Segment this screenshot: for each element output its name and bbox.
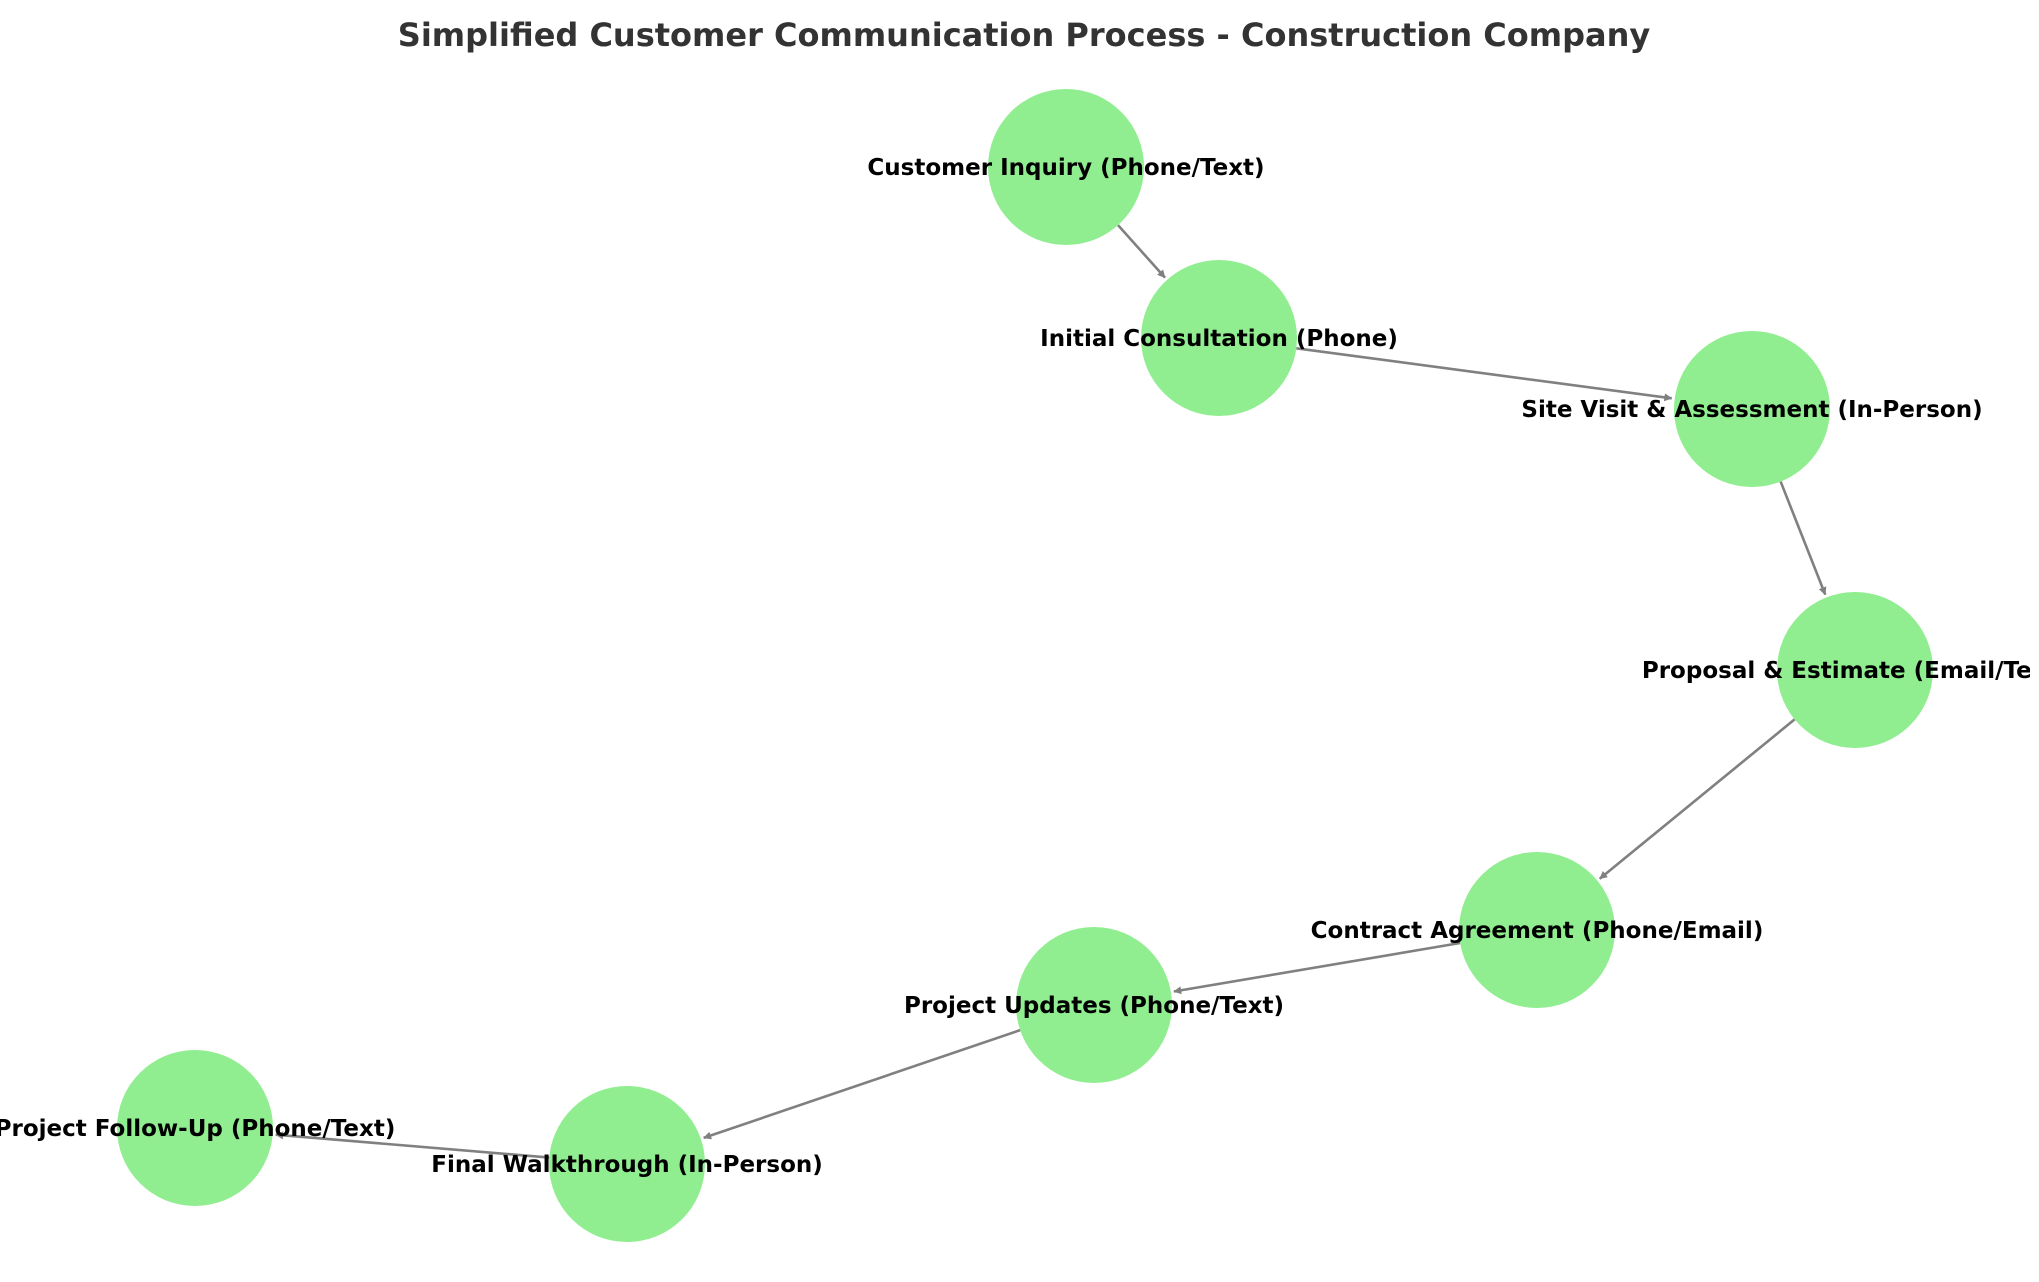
node-label-contract: Contract Agreement (Phone/Email) — [1311, 918, 1764, 944]
nodes-layer — [117, 89, 1933, 1242]
edge-arrow-contract-to-updates — [1173, 941, 1461, 995]
node-circle-consultation — [1141, 260, 1297, 416]
node-label-updates: Project Updates (Phone/Text) — [904, 993, 1284, 1019]
node-circle-contract — [1459, 852, 1615, 1008]
edge-arrow-updates-to-walkthrough — [703, 1028, 1021, 1140]
edge-arrow-site_visit-to-proposal — [1779, 481, 1827, 596]
node-circle-inquiry — [988, 89, 1144, 245]
node-label-walkthrough: Final Walkthrough (In-Person) — [431, 1152, 823, 1178]
node-label-site_visit: Site Visit & Assessment (In-Person) — [1521, 397, 1982, 423]
node-label-follow_up: Project Follow-Up (Phone/Text) — [0, 1116, 395, 1142]
node-circle-site_visit — [1674, 331, 1830, 487]
node-label-consultation: Initial Consultation (Phone) — [1040, 326, 1398, 352]
edge-arrow-walkthrough-to-follow_up — [275, 1131, 550, 1159]
edge-arrow-consultation-to-site_visit — [1296, 347, 1673, 402]
node-circle-follow_up — [117, 1050, 273, 1206]
node-circle-walkthrough — [549, 1086, 705, 1242]
edges-layer — [275, 224, 1827, 1159]
edge-arrow-inquiry-to-consultation — [1117, 224, 1166, 279]
diagram-title: Simplified Customer Communication Proces… — [398, 16, 1651, 54]
node-circle-updates — [1016, 927, 1172, 1083]
node-circle-proposal — [1777, 592, 1933, 748]
labels-layer: Customer Inquiry (Phone/Text) Initial Con… — [0, 155, 2039, 1178]
node-label-proposal: Proposal & Estimate (Email/Text) — [1642, 658, 2039, 684]
edge-arrow-proposal-to-contract — [1598, 718, 1796, 880]
node-label-inquiry: Customer Inquiry (Phone/Text) — [867, 155, 1264, 181]
